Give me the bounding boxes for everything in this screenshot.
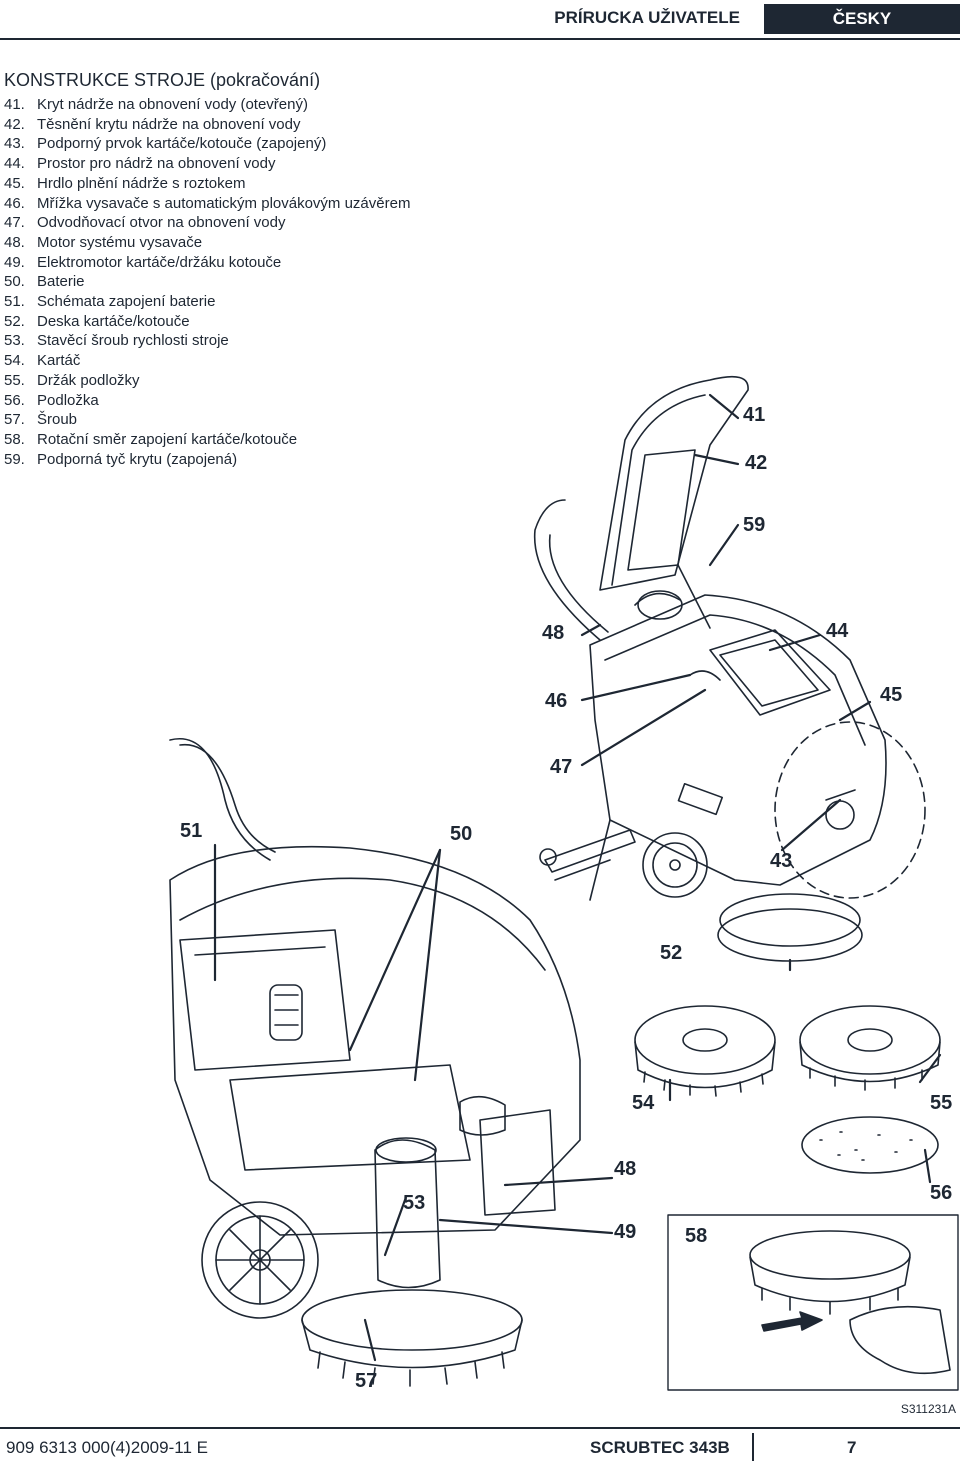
page-header: PRÍRUCKA UŽIVATELE ČESKY	[0, 0, 960, 40]
page-number: 7	[847, 1438, 857, 1457]
list-item: 48.Motor systému vysavače	[4, 233, 203, 251]
document-code: 909 6313 000(4)2009-11 E	[6, 1438, 208, 1457]
list-item: 46.Mřížka vysavače s automatickým plovák…	[4, 194, 411, 212]
callout-48-bottom: 48	[614, 1158, 637, 1180]
list-item: 42.Těsnění krytu nádrže na obnovení vody	[4, 115, 301, 133]
list-item: 47.Odvodňovací otvor na obnovení vody	[4, 214, 286, 232]
manual-label: PRÍRUCKA UŽIVATELE	[554, 8, 740, 27]
callout-45: 45	[880, 684, 903, 706]
machine-cutaway-view	[169, 738, 581, 1387]
list-item: 41.Kryt nádrže na obnovení vody (otevřen…	[4, 96, 308, 113]
callout-52: 52	[660, 942, 683, 964]
language-badge: ČESKY	[764, 4, 960, 34]
list-item: 52.Deska kartáče/kotouče	[4, 312, 190, 330]
footer-rule	[0, 1427, 960, 1429]
list-item: 45.Hrdlo plnění nádrže s roztokem	[4, 174, 246, 192]
callout-leaders	[213, 393, 942, 1362]
callout-41: 41	[743, 404, 766, 426]
model-name: SCRUBTEC 343B	[590, 1438, 730, 1457]
callout-48-top: 48	[542, 622, 565, 644]
callout-50: 50	[450, 823, 473, 845]
figure-reference: S311231A	[900, 1402, 956, 1416]
list-item: 58.Rotační směr zapojení kartáče/kotouče	[4, 430, 298, 448]
list-item: 44.Prostor pro nádrž na obnovení vody	[4, 155, 276, 173]
list-item: 49.Elektromotor kartáče/držáku kotouče	[4, 253, 282, 271]
list-item: 51.Schémata zapojení baterie	[4, 293, 216, 311]
parts-list: 41.Kryt nádrže na obnovení vody (otevřen…	[4, 95, 410, 469]
callout-56: 56	[930, 1182, 953, 1204]
callout-57: 57	[355, 1370, 378, 1392]
list-item: 55.Držák podložky	[4, 371, 140, 389]
callout-59: 59	[743, 514, 766, 536]
callout-54: 54	[632, 1092, 655, 1114]
callout-47: 47	[550, 756, 573, 778]
callout-43: 43	[770, 850, 793, 872]
callout-44: 44	[826, 620, 849, 642]
accessory-discs	[634, 1005, 941, 1174]
list-item: 43.Podporný prvok kartáče/kotouče (zapoj…	[4, 135, 327, 153]
list-item: 50.Baterie	[4, 273, 85, 291]
section-title: KONSTRUKCE STROJE (pokračování)	[4, 70, 321, 90]
header-rule	[0, 38, 960, 40]
machine-illustration	[169, 375, 959, 1391]
rotation-inset	[667, 1214, 959, 1391]
callout-46: 46	[545, 690, 568, 712]
machine-top-view	[533, 375, 926, 962]
list-item: 54.Kartáč	[4, 352, 81, 370]
list-item: 57.Šroub	[4, 411, 78, 429]
callout-42: 42	[745, 452, 768, 474]
page-footer: 909 6313 000(4)2009-11 E SCRUBTEC 343B 7	[0, 1427, 960, 1464]
list-item: 53.Stavěcí šroub rychlosti stroje	[4, 332, 229, 350]
callout-51: 51	[180, 820, 203, 842]
callout-58: 58	[685, 1225, 708, 1247]
list-item: 56.Podložka	[4, 391, 99, 409]
callout-53: 53	[403, 1192, 426, 1214]
list-item: 59.Podporná tyč krytu (zapojená)	[4, 450, 238, 468]
callout-55: 55	[930, 1092, 953, 1114]
footer-separator	[752, 1433, 754, 1461]
callout-49: 49	[614, 1221, 637, 1243]
